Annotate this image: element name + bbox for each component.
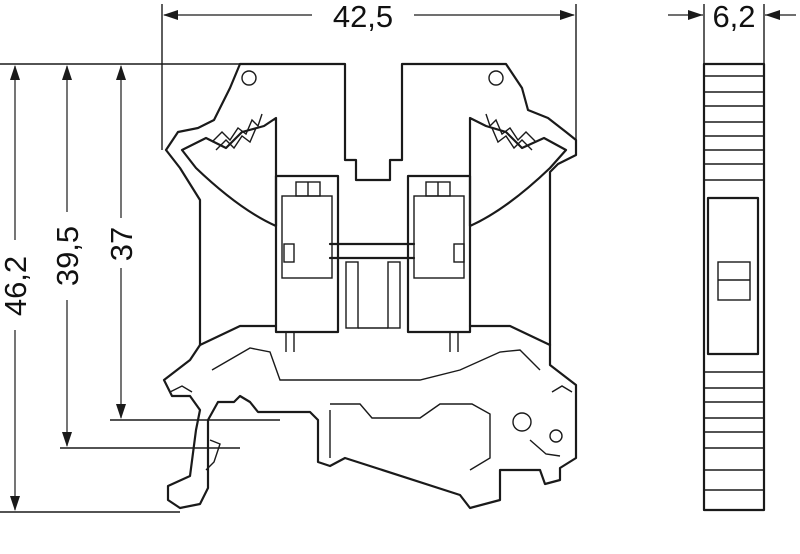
front-view (162, 62, 578, 510)
width-label: 42,5 (333, 0, 393, 34)
width-dimension: 42,5 (161, 0, 577, 150)
height-mid-label: 39,5 (50, 226, 85, 286)
side-view (702, 62, 766, 512)
depth-dimension: 6,2 (668, 0, 796, 64)
height-mid-dimension: 39,5 (50, 65, 240, 449)
height-short-dimension: 37 (104, 65, 280, 421)
height-short-label: 37 (104, 227, 139, 261)
height-total-label: 46,2 (0, 256, 33, 316)
depth-label: 6,2 (712, 0, 755, 34)
height-total-dimension: 46,2 (0, 63, 240, 513)
